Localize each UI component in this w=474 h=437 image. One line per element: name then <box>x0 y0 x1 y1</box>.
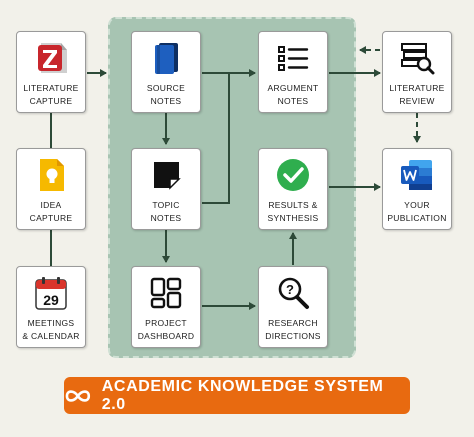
list-icon <box>278 46 309 71</box>
zotero-icon <box>38 43 67 73</box>
node-label: TOPIC NOTES <box>150 200 182 223</box>
node-topic-notes[interactable]: TOPIC NOTES <box>131 148 201 230</box>
node-results-synthesis[interactable]: RESULTS & SYNTHESIS <box>258 148 328 230</box>
node-idea-capture[interactable]: IDEA CAPTURE <box>16 148 86 230</box>
node-research-directions[interactable]: ? RESEARCH DIRECTIONS <box>258 266 328 348</box>
node-label: ARGUMENT NOTES <box>267 83 319 106</box>
node-literature-review[interactable]: LITERATURE REVIEW <box>382 31 452 113</box>
arrow-topic-to-argument <box>202 73 230 204</box>
node-label: RESULTS & SYNTHESIS <box>267 200 319 223</box>
node-label: SOURCE NOTES <box>146 83 186 106</box>
calendar-day: 29 <box>43 292 59 308</box>
node-label: MEETINGS & CALENDAR <box>22 318 80 341</box>
node-argument-notes[interactable]: ARGUMENT NOTES <box>258 31 328 113</box>
google-keep-icon <box>40 159 64 191</box>
node-label: LITERATURE REVIEW <box>389 83 445 106</box>
node-label: LITERATURE CAPTURE <box>23 83 79 106</box>
node-project-dashboard[interactable]: PROJECT DASHBOARD <box>131 266 201 348</box>
svg-text:?: ? <box>286 282 294 297</box>
magnifier-question-icon: ? <box>278 277 309 309</box>
title-banner: ACADEMIC KNOWLEDGE SYSTEM 2.0 <box>64 377 410 414</box>
checkmark-icon <box>277 159 309 191</box>
books-search-icon <box>401 43 435 75</box>
node-your-publication[interactable]: YOUR PUBLICATION <box>382 148 452 230</box>
word-document-icon <box>401 160 432 190</box>
calendar-icon: 29 <box>35 277 67 310</box>
node-literature-capture[interactable]: LITERATURE CAPTURE <box>16 31 86 113</box>
sticky-note-icon <box>154 162 181 190</box>
node-label: RESEARCH DIRECTIONS <box>265 318 321 341</box>
infinity-icon <box>65 389 91 402</box>
dashboard-icon <box>150 277 182 309</box>
node-label: YOUR PUBLICATION <box>387 200 447 223</box>
node-label: PROJECT DASHBOARD <box>137 318 195 341</box>
node-label: IDEA CAPTURE <box>29 200 73 223</box>
node-meetings-calendar[interactable]: 29 MEETINGS & CALENDAR <box>16 266 86 348</box>
book-icon <box>155 43 178 74</box>
node-source-notes[interactable]: SOURCE NOTES <box>131 31 201 113</box>
page-title: ACADEMIC KNOWLEDGE SYSTEM 2.0 <box>101 377 384 413</box>
